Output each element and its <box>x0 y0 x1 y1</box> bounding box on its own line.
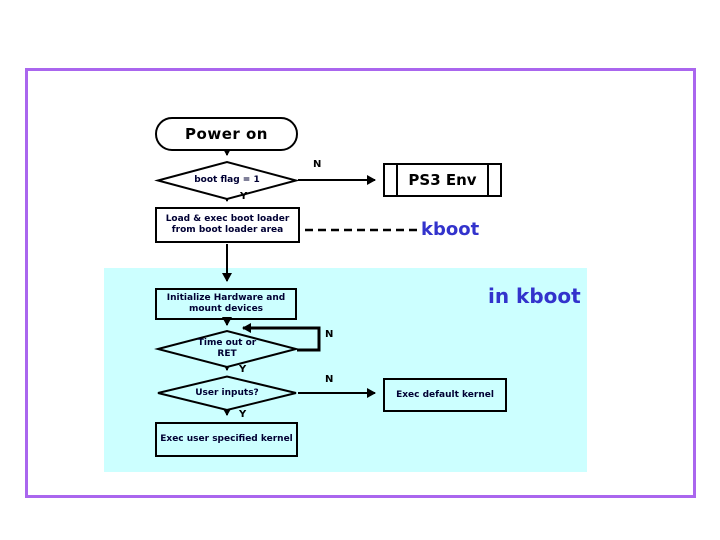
user-inputs-decision-label: User inputs? <box>158 376 296 410</box>
exec-default-kernel-label: Exec default kernel <box>396 389 494 400</box>
time-out-decision-label: Time out or RET <box>158 331 296 367</box>
branch-label-user-inputs-no: N <box>325 374 334 385</box>
boot-flag-text: boot flag = 1 <box>194 175 260 185</box>
time-out-line2: RET <box>217 349 237 359</box>
exec-user-kernel-label: Exec user specified kernel <box>160 434 293 444</box>
time-out-line1: Time out or <box>197 338 257 348</box>
branch-label-time-out-yes: Y <box>239 364 247 375</box>
predefined-process-right-bar <box>487 165 489 195</box>
ps3-env-label: PS3 Env <box>408 171 477 189</box>
branch-label-boot-flag-no: N <box>313 159 322 170</box>
exec-default-kernel-node: Exec default kernel <box>383 378 507 412</box>
load-boot-loader-node: Load & exec boot loader from boot loader… <box>155 207 300 243</box>
in-kboot-annotation: in kboot <box>488 284 581 308</box>
init-hardware-node: Initialize Hardware and mount devices <box>155 288 297 320</box>
exec-user-kernel-node: Exec user specified kernel <box>155 422 298 457</box>
kboot-annotation: kboot <box>421 219 480 240</box>
power-on-node: Power on <box>155 117 298 151</box>
load-boot-loader-line1: Load & exec boot loader <box>165 214 290 224</box>
load-boot-loader-line2: from boot loader area <box>171 225 284 235</box>
boot-flag-decision-label: boot flag = 1 <box>158 162 296 199</box>
user-inputs-text: User inputs? <box>195 387 259 398</box>
branch-label-boot-flag-yes: Y <box>240 191 248 202</box>
in-kboot-region <box>104 268 587 472</box>
predefined-process-left-bar <box>396 165 398 195</box>
branch-label-user-inputs-yes: Y <box>239 409 247 420</box>
power-on-label: Power on <box>185 125 268 143</box>
init-hardware-line2: mount devices <box>188 304 264 314</box>
branch-label-time-out-no: N <box>325 329 334 340</box>
init-hardware-line1: Initialize Hardware and <box>166 293 286 303</box>
ps3-env-node: PS3 Env <box>383 163 502 197</box>
